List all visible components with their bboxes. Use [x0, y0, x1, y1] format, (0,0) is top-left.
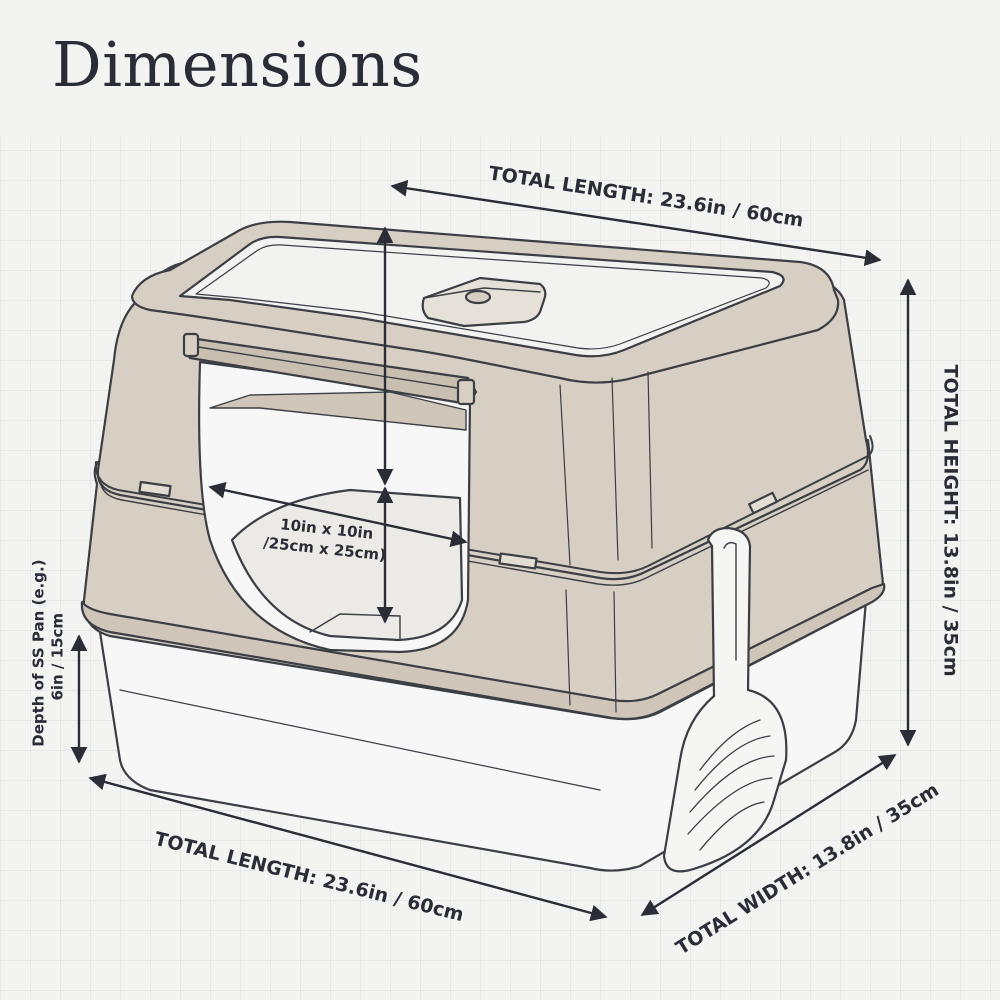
pan-depth-line2: 6in / 15cm	[48, 612, 66, 701]
pan-depth-label: Depth of SS Pan (e.g.) 6in / 15cm	[29, 559, 67, 747]
middle-band-seam	[94, 435, 874, 575]
body-rib-1	[565, 589, 571, 706]
clip-right	[748, 491, 778, 515]
clip-front	[498, 552, 538, 570]
clip-left	[138, 480, 172, 498]
height-label: TOTAL HEIGHT: 13.8in / 35cm	[939, 364, 962, 677]
middle-band-seam-2	[99, 469, 869, 586]
top-length-arrow	[390, 179, 882, 267]
page-title: Dimensions	[52, 28, 423, 101]
hood-rib-3	[647, 371, 653, 549]
lid-window-inner	[195, 244, 770, 350]
hinge-bar	[182, 332, 478, 406]
body-rib-2	[613, 591, 617, 713]
width-arrow	[640, 753, 897, 917]
litter-box-illustration	[80, 220, 886, 873]
entrance-ledge	[209, 391, 467, 431]
entry-width-arrow	[208, 481, 468, 548]
hood-rib-2	[611, 377, 619, 561]
pan-rim-inner	[119, 689, 601, 791]
hood-rib-1	[559, 384, 571, 566]
pan-depth-line1: Depth of SS Pan (e.g.)	[29, 559, 48, 747]
lid-handle	[421, 276, 547, 328]
entrance-inner-shelf	[309, 613, 401, 641]
dimension-arrows	[70, 179, 917, 922]
lower-rim-ledge	[80, 582, 886, 721]
bottom-length-arrow	[88, 773, 608, 922]
